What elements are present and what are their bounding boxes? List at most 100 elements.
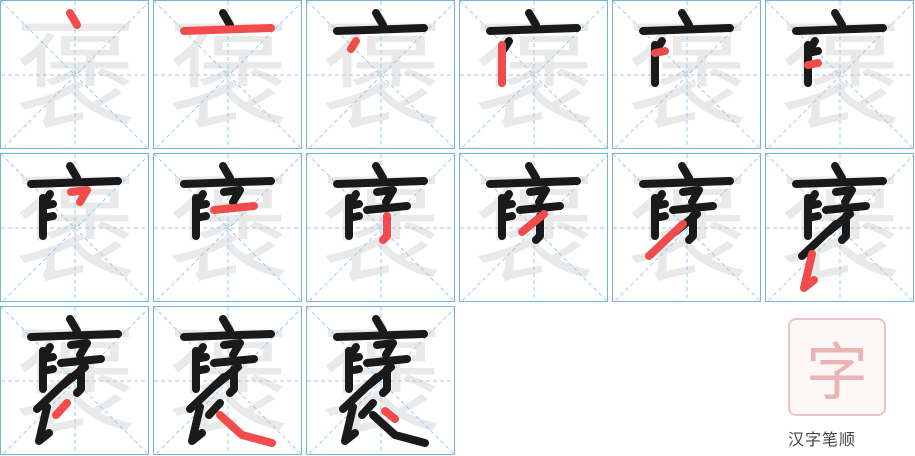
completed-stroke — [532, 212, 544, 244]
completed-stroke — [831, 9, 846, 29]
stroke-step-cell: 褒 — [153, 306, 302, 455]
current-stroke — [216, 411, 276, 447]
seal-glyph: 字 — [805, 336, 868, 409]
guide-line — [2, 308, 148, 454]
stroke-canvas — [766, 154, 913, 301]
completed-stroke — [226, 365, 238, 397]
stroke-step-cell: 褒 — [0, 306, 149, 455]
current-stroke — [381, 407, 399, 423]
completed-stroke — [792, 177, 887, 188]
stroke-canvas — [307, 307, 454, 454]
completed-stroke — [526, 186, 550, 206]
completed-stroke — [219, 162, 234, 182]
stroke-step-cell: 褒 — [153, 0, 302, 149]
completed-stroke — [67, 339, 91, 359]
completed-stroke — [678, 162, 693, 182]
brand-label: 汉字笔顺 — [788, 430, 857, 449]
completed-stroke — [186, 373, 228, 413]
stroke-canvas — [613, 154, 760, 301]
stroke-canvas — [460, 1, 607, 148]
completed-stroke — [57, 355, 105, 367]
completed-stroke — [39, 353, 57, 363]
completed-stroke — [180, 177, 275, 188]
guide-line — [767, 2, 913, 148]
stroke-canvas — [154, 1, 301, 148]
stroke-step-cell: 褒 — [765, 153, 914, 302]
completed-stroke — [27, 330, 122, 341]
completed-stroke — [804, 212, 822, 222]
guide-line — [155, 155, 301, 301]
completed-stroke — [192, 200, 210, 210]
current-stroke — [66, 9, 81, 29]
completed-stroke — [798, 220, 840, 260]
completed-stroke — [651, 200, 669, 210]
completed-stroke — [679, 186, 703, 206]
completed-stroke — [35, 403, 53, 445]
completed-stroke — [372, 162, 387, 182]
guide-line — [308, 308, 454, 454]
completed-stroke — [525, 9, 540, 29]
completed-stroke — [27, 177, 122, 188]
guide-line — [308, 2, 454, 148]
completed-stroke — [333, 24, 428, 35]
completed-stroke — [39, 200, 57, 210]
completed-stroke — [486, 24, 581, 35]
brand-seal: 字 — [788, 318, 888, 420]
completed-stroke — [73, 365, 85, 397]
current-stroke — [347, 37, 360, 53]
completed-stroke — [792, 24, 887, 35]
current-stroke — [651, 47, 669, 57]
stroke-step-cell: 褒 — [0, 153, 149, 302]
stroke-step-cell: 褒 — [612, 0, 761, 149]
completed-stroke — [822, 202, 870, 214]
completed-stroke — [831, 162, 846, 182]
completed-stroke — [345, 353, 363, 363]
completed-stroke — [639, 24, 734, 35]
completed-stroke — [838, 212, 850, 244]
completed-stroke — [192, 365, 210, 375]
stroke-step-cell: 褒 — [0, 0, 149, 149]
stroke-step-cell: 褒 — [459, 0, 608, 149]
completed-stroke — [685, 212, 697, 244]
guide-line — [155, 308, 301, 454]
completed-stroke — [363, 202, 411, 214]
completed-stroke — [339, 373, 381, 413]
completed-stroke — [341, 403, 359, 445]
completed-stroke — [804, 47, 822, 57]
completed-stroke — [358, 399, 377, 419]
completed-stroke — [192, 212, 210, 222]
completed-stroke — [345, 365, 363, 375]
current-stroke — [518, 210, 548, 236]
stroke-canvas — [154, 307, 301, 454]
stroke-step-cell: 褒 — [612, 153, 761, 302]
stroke-canvas — [613, 1, 760, 148]
guide-line — [767, 155, 913, 301]
completed-stroke — [498, 212, 516, 222]
completed-stroke — [333, 177, 428, 188]
completed-stroke — [373, 339, 397, 359]
completed-stroke — [220, 186, 244, 206]
completed-stroke — [639, 177, 734, 188]
stroke-canvas — [307, 154, 454, 301]
completed-stroke — [39, 212, 57, 222]
guide-line — [2, 155, 148, 301]
completed-stroke — [373, 186, 397, 206]
current-stroke — [645, 220, 687, 260]
guide-line — [308, 155, 454, 301]
stroke-canvas — [1, 154, 148, 301]
current-stroke — [800, 250, 818, 292]
guide-line — [461, 155, 607, 301]
completed-stroke — [39, 365, 57, 375]
stroke-step-cell: 褒 — [765, 0, 914, 149]
stroke-canvas — [460, 154, 607, 301]
completed-stroke — [678, 9, 693, 29]
stroke-canvas — [154, 154, 301, 301]
completed-stroke — [486, 177, 581, 188]
completed-stroke — [651, 212, 669, 222]
current-stroke — [804, 59, 822, 69]
stroke-canvas — [766, 1, 913, 148]
completed-stroke — [180, 330, 275, 341]
completed-stroke — [219, 9, 234, 29]
guide-line — [614, 2, 760, 148]
stroke-step-cell: 褒 — [153, 153, 302, 302]
